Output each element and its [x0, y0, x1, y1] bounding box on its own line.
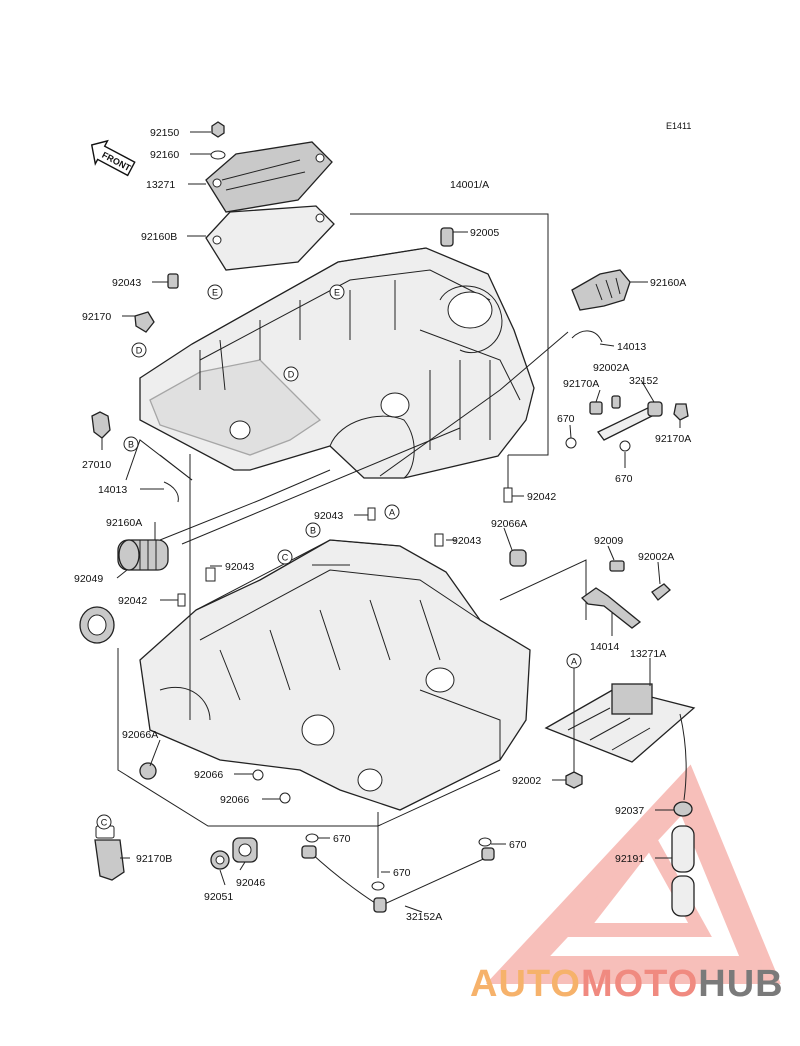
oil-pipe-32152A [301, 833, 495, 913]
watermark-triangle [485, 764, 781, 984]
front-arrow-icon: FRONT [90, 139, 136, 177]
marker-b-case: B [305, 522, 321, 538]
right-side-parts [367, 227, 696, 917]
watermark-part-2: MOTO [581, 963, 698, 1005]
part-labels: 92150 92160 13271 92160B 92043 92170 270… [74, 127, 691, 923]
part-label: 32152A [406, 911, 442, 923]
marker-e-lower: E [329, 284, 345, 300]
part-label: 92046 [236, 877, 265, 889]
watermark-part-3: HUB [698, 963, 783, 1005]
svg-text:B: B [310, 526, 316, 536]
part-label: 92160 [150, 149, 179, 161]
part-label: 92049 [74, 573, 103, 585]
left-side-parts [79, 273, 291, 881]
diagram-code: E1411 [666, 121, 691, 131]
part-label: 14013 [617, 341, 646, 353]
part-label: 92066A [122, 729, 158, 741]
part-label: 92066 [220, 794, 249, 806]
svg-text:C: C [282, 553, 289, 563]
part-label: 14001/A [450, 179, 489, 191]
part-label: 92043 [112, 277, 141, 289]
watermark-part-1: AUTO [470, 963, 581, 1005]
marker-a-case: A [384, 504, 400, 520]
watermark-logo: AUTOMOTOHUB [470, 963, 784, 1005]
part-label: 27010 [82, 459, 111, 471]
part-label: 92005 [470, 227, 499, 239]
marker-d-case: D [283, 366, 299, 382]
part-label: 92150 [150, 127, 179, 139]
part-label: 92037 [615, 805, 644, 817]
svg-text:A: A [389, 508, 395, 518]
lower-crankcase [139, 539, 531, 811]
part-label: 92191 [615, 853, 644, 865]
svg-text:AUTOMOTOHUB: AUTOMOTOHUB [470, 963, 784, 1005]
marker-c-case: C [277, 549, 293, 565]
part-label: 32152 [629, 375, 658, 387]
marker-b-left: B [123, 436, 139, 452]
svg-text:D: D [136, 346, 143, 356]
part-label: 92170A [563, 378, 599, 390]
svg-text:E: E [334, 288, 340, 298]
part-label: 14014 [590, 641, 619, 653]
part-label: 92170A [655, 433, 691, 445]
marker-a-right: A [566, 653, 582, 669]
part-label: 92042 [527, 491, 556, 503]
upper-crankcase [139, 247, 535, 479]
part-label: 670 [557, 413, 575, 425]
marker-c-left: C [96, 814, 112, 830]
reference-markers: E E D D B B A A C C [96, 284, 582, 830]
part-label: 92160B [141, 231, 177, 243]
part-label: 92002A [638, 551, 674, 563]
part-label: 92051 [204, 891, 233, 903]
part-label: 92066 [194, 769, 223, 781]
breather-cover [205, 141, 335, 271]
svg-text:A: A [571, 657, 577, 667]
part-label: 92066A [491, 518, 527, 530]
part-label: 92002A [593, 362, 629, 374]
svg-text:D: D [288, 370, 295, 380]
svg-text:E: E [212, 288, 218, 298]
part-label: 92170B [136, 853, 172, 865]
leader-lines [101, 131, 681, 913]
part-label: 670 [333, 833, 351, 845]
assembly-lines [117, 213, 587, 878]
marker-d-left: D [131, 342, 147, 358]
part-label: 670 [393, 867, 411, 879]
part-label: 14013 [98, 484, 127, 496]
part-label: 92170 [82, 311, 111, 323]
part-label: 92009 [594, 535, 623, 547]
part-label: 13271 [146, 179, 175, 191]
part-label: 92002 [512, 775, 541, 787]
part-label: 92043 [452, 535, 481, 547]
part-label: 92043 [314, 510, 343, 522]
part-label: 92160A [650, 277, 686, 289]
marker-e-upper: E [207, 284, 223, 300]
svg-text:B: B [128, 440, 134, 450]
bolt-92150 [210, 121, 226, 160]
part-label: 92160A [106, 517, 142, 529]
part-label: 13271A [630, 648, 666, 660]
part-label: 670 [509, 839, 527, 851]
part-label: 670 [615, 473, 633, 485]
svg-text:C: C [101, 818, 108, 828]
part-label: 92042 [118, 595, 147, 607]
part-label: 92043 [225, 561, 254, 573]
